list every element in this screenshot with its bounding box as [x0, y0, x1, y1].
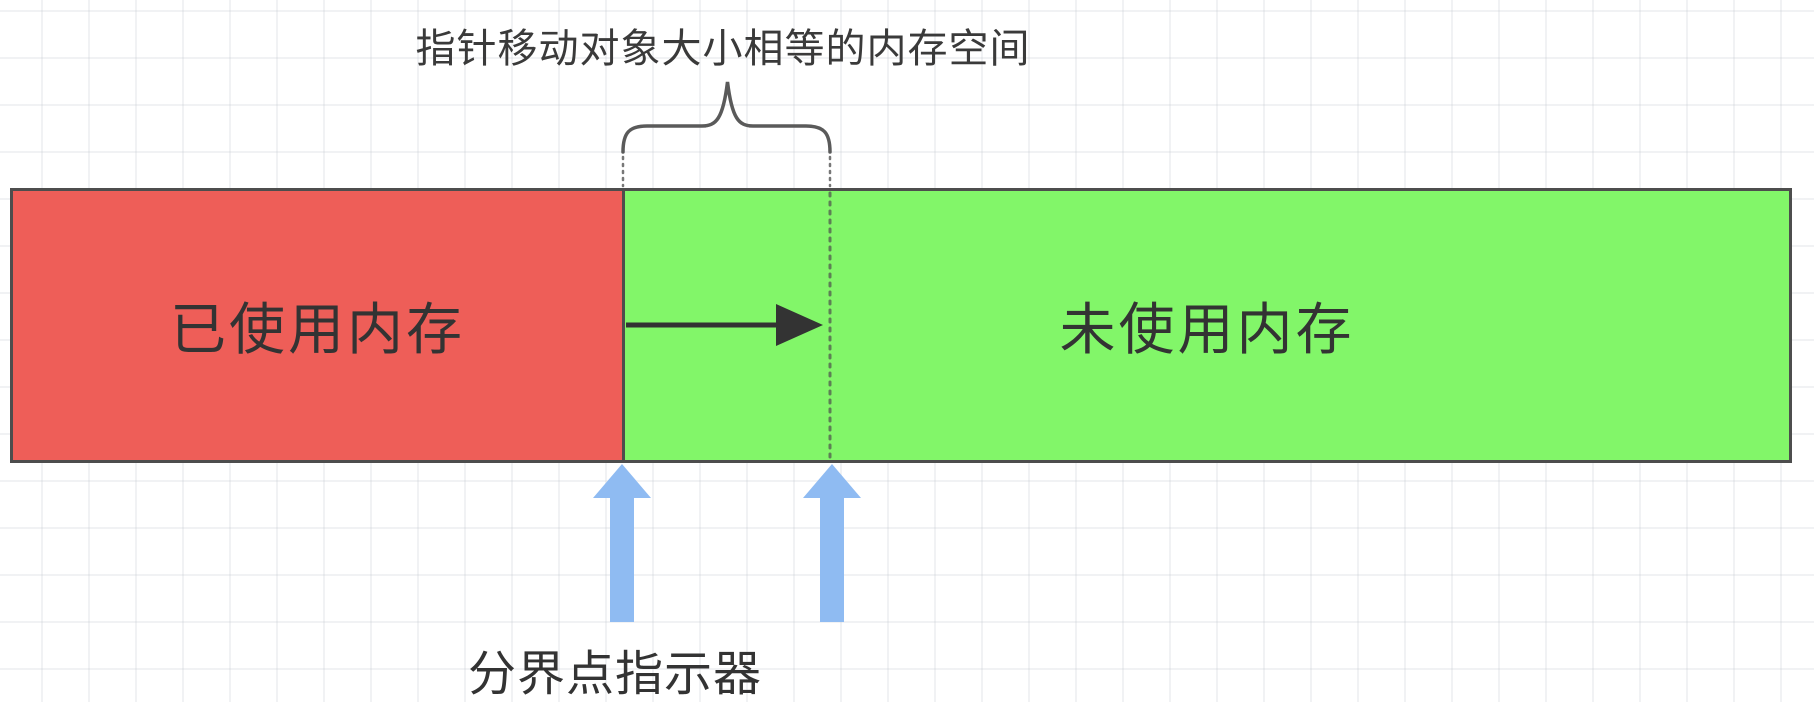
boundary-indicator-arrow-left-icon: [593, 464, 651, 622]
curly-brace-icon: [621, 81, 832, 154]
used-memory-label: 已使用内存: [170, 298, 465, 361]
boundary-indicator-caption: 分界点指示器: [467, 648, 762, 701]
free-memory-label: 未使用内存: [1059, 298, 1355, 361]
used-memory-segment: 已使用内存: [13, 191, 622, 460]
free-memory-segment: 未使用内存: [622, 191, 1789, 460]
memory-bar: 已使用内存 未使用内存: [10, 188, 1792, 463]
pointer-move-caption: 指针移动对象大小相等的内存空间: [415, 27, 1031, 71]
boundary-indicator-arrow-right-icon: [803, 464, 861, 622]
